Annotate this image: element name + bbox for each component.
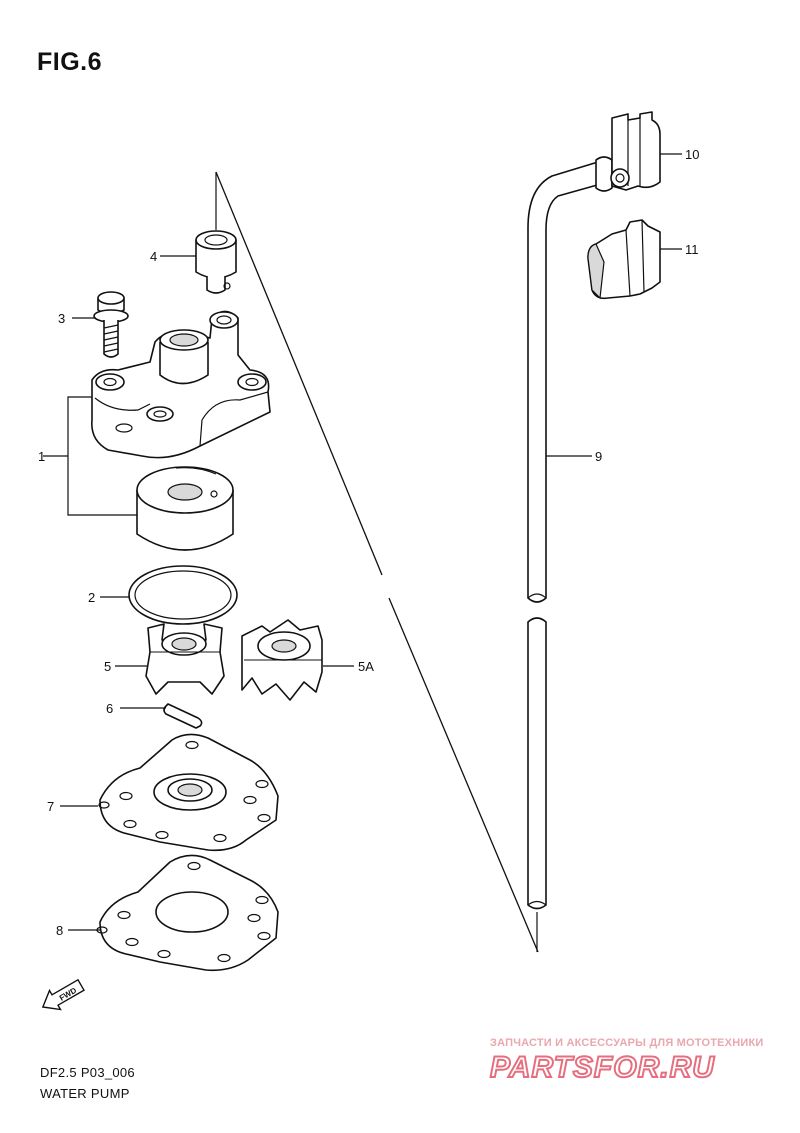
callout-8: 8	[56, 923, 63, 938]
callout-4: 4	[150, 249, 157, 264]
part-11-grommet	[587, 219, 661, 300]
callout-6: 6	[106, 701, 113, 716]
callout-9: 9	[595, 449, 602, 464]
callout-1: 1	[38, 449, 45, 464]
part-1-bracket	[43, 396, 137, 516]
part-8-gasket	[96, 854, 279, 972]
part-1-liner	[136, 466, 234, 551]
part-10-grommet	[610, 111, 661, 191]
part-5a-impeller	[241, 619, 323, 701]
part-4-sleeve	[195, 230, 237, 294]
watermark-logo: PARTSFOR.RU	[489, 1050, 715, 1085]
fwd-arrow-icon: FWD	[41, 978, 85, 1011]
figure-title: FIG.6	[37, 48, 103, 76]
callout-10: 10	[685, 147, 699, 162]
callout-11: 11	[685, 242, 699, 257]
section-title: WATER PUMP	[40, 1086, 130, 1101]
callout-5a: 5A	[358, 659, 374, 674]
part-6-pin	[163, 703, 203, 729]
part-1-pump-case	[91, 310, 271, 459]
callout-7: 7	[47, 799, 54, 814]
callout-labels: 1 2 3 4 5 5A 6 7 8 9 10 11	[38, 147, 699, 938]
callout-5: 5	[104, 659, 111, 674]
part-2-o-ring	[128, 565, 238, 625]
callout-3: 3	[58, 311, 65, 326]
part-7-plate	[98, 733, 279, 852]
watermark-tagline: ЗАПЧАСТИ И АКСЕССУАРЫ ДЛЯ МОТОТЕХНИКИ	[490, 1037, 764, 1049]
assembly-guide-line	[215, 171, 539, 953]
callout-2: 2	[88, 590, 95, 605]
part-5-impeller	[145, 623, 225, 695]
leader-lines	[60, 153, 682, 931]
model-code: DF2.5 P03_006	[40, 1065, 135, 1080]
part-3-bolt	[93, 291, 129, 358]
part-9-water-tube	[527, 156, 613, 952]
